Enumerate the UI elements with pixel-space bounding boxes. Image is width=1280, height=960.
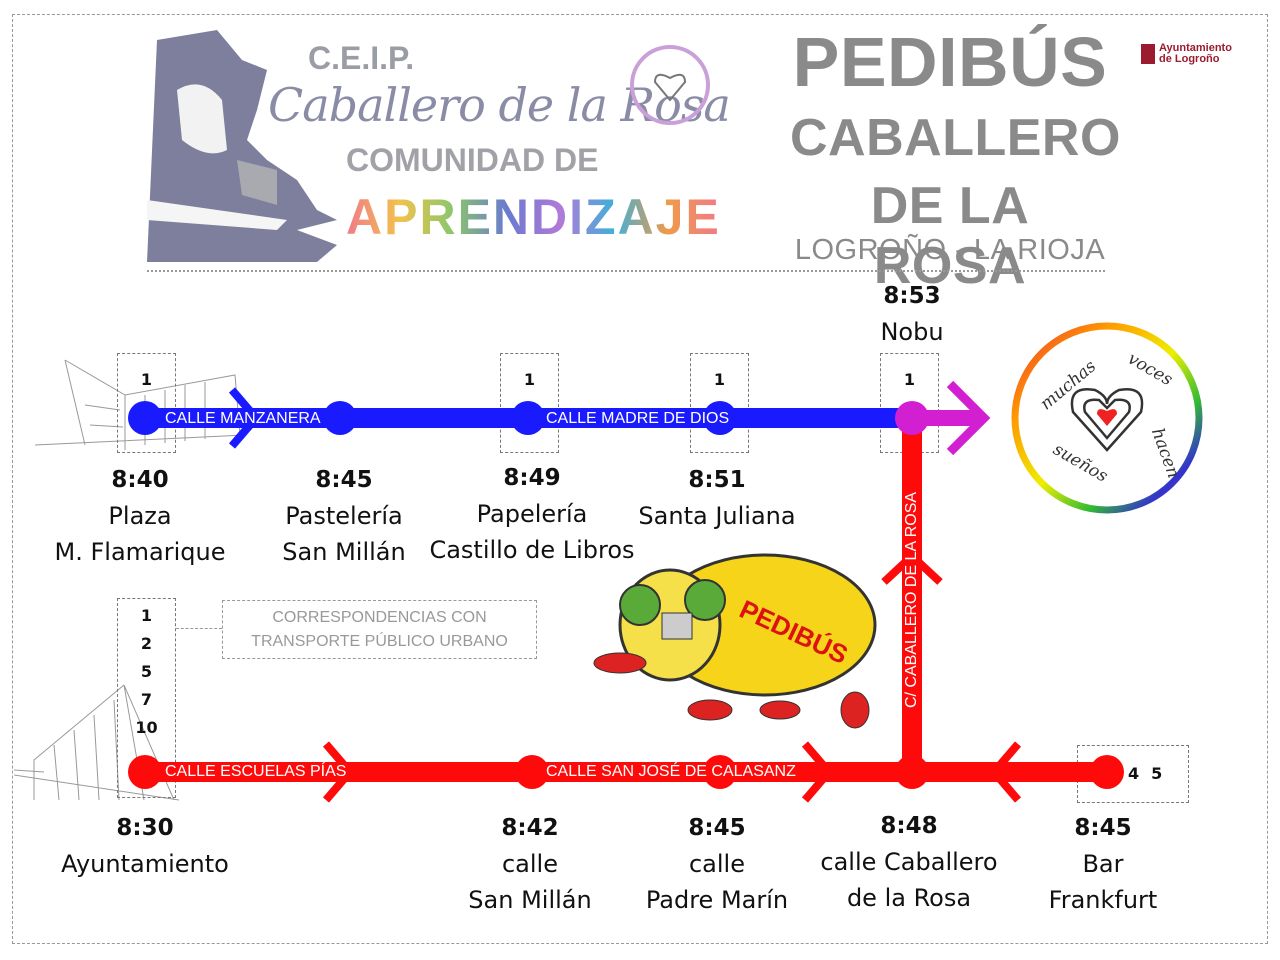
community-line2: APRENDIZAJE <box>346 189 721 245</box>
red-direction-chevron <box>988 741 1022 803</box>
building-sketch-ayuntamiento <box>14 684 180 801</box>
transfer-box-santa-juliana: 1 <box>690 353 749 453</box>
stop-name: calle Caballero <box>820 848 998 876</box>
stop-name: M. Flamarique <box>54 538 226 566</box>
bus-line: 10 <box>135 718 158 737</box>
stop-time: 8:49 <box>503 465 561 491</box>
bus-line: 1 <box>140 606 153 625</box>
street-madre-de-dios: CALLE MADRE DE DIOS <box>546 410 730 427</box>
stop-label-caballero: 8:48 calle Caballero de la Rosa <box>779 808 1039 916</box>
poster-frame <box>12 14 1268 944</box>
stop-name: Plaza <box>108 502 172 530</box>
stop-name: Bar <box>1082 850 1124 878</box>
council-line2: de Logroño <box>1159 53 1220 65</box>
small-circle-logo <box>630 45 710 125</box>
stop-time: 8:30 <box>116 815 174 841</box>
stop-name: Nobu <box>880 318 944 346</box>
correspondence-line2: TRANSPORTE PÚBLICO URBANO <box>251 633 508 650</box>
stop-name: Santa Juliana <box>638 502 796 530</box>
pedibus-mascot: PEDIBÚS <box>593 553 877 729</box>
bus-line: 1 <box>903 370 916 389</box>
stop-time: 8:45 <box>688 815 746 841</box>
bus-line: 2 <box>140 634 153 653</box>
street-manzanera: CALLE MANZANERA <box>165 410 321 427</box>
red-vertical-line <box>902 418 922 772</box>
transfer-box-papeleria: 1 <box>500 353 559 453</box>
council-logo: Ayuntamiento de Logroño <box>1141 43 1232 65</box>
blue-direction-chevron <box>228 387 262 449</box>
bus-line: 1 <box>140 370 153 389</box>
stop-time: 8:51 <box>688 467 746 493</box>
red-direction-chevron <box>801 741 835 803</box>
stop-name: de la Rosa <box>846 884 972 912</box>
red-up-chevron <box>881 550 943 585</box>
stop-santa-juliana[interactable] <box>703 401 737 435</box>
bus-line: 5 <box>1151 764 1163 783</box>
knight-silhouette-logo <box>147 30 337 262</box>
stop-name: Ayuntamiento <box>61 850 229 878</box>
correspondence-note: CORRESPONDENCIAS CON TRANSPORTE PÚBLICO … <box>222 600 537 659</box>
destination-arrow-head <box>946 380 991 456</box>
stop-padre-marin[interactable] <box>703 755 737 789</box>
street-caballero-de-la-rosa: C/ CABALLERO DE LA ROSA <box>903 491 920 709</box>
community-line1: COMUNIDAD DE <box>346 142 599 178</box>
title: PEDIBÚS <box>792 23 1108 101</box>
community-circle-logo: muchas voces hacen sueños <box>1011 322 1203 514</box>
stop-name: Papelería <box>476 500 588 528</box>
correspondence-line1: CORRESPONDENCIAS CON <box>272 609 487 626</box>
red-route-line <box>145 762 1107 782</box>
school-name: Caballero de la Rosa <box>268 78 731 132</box>
street-escuelas-pias: CALLE ESCUELAS PÍAS <box>165 763 347 780</box>
stop-time: 8:48 <box>880 813 938 839</box>
stop-name: Frankfurt <box>1048 886 1158 914</box>
stop-pasteleria[interactable] <box>323 401 357 435</box>
subtitle-1: CABALLERO <box>790 109 1121 167</box>
stop-ayuntamiento[interactable] <box>128 755 162 789</box>
stop-time: 8:42 <box>501 815 559 841</box>
header-divider <box>147 270 1105 272</box>
red-direction-chevron <box>322 741 356 803</box>
stop-nobu[interactable] <box>895 401 929 435</box>
council-line1: Ayuntamiento <box>1159 42 1232 54</box>
school-abbr: C.E.I.P. <box>308 40 415 76</box>
stop-frankfurt[interactable] <box>1090 755 1124 789</box>
stop-papeleria[interactable] <box>511 401 545 435</box>
street-calasanz: CALLE SAN JOSÉ DE CALASANZ <box>546 763 796 780</box>
stop-caballero[interactable] <box>895 755 929 789</box>
stop-time: 8:53 <box>883 283 941 309</box>
correspondence-connector <box>176 628 222 629</box>
council-crest-icon <box>1141 44 1155 64</box>
transfer-box-ayuntamiento: 1 2 5 7 10 <box>117 598 176 798</box>
destination-arrow-shaft <box>912 410 982 426</box>
stop-name: Padre Marín <box>645 886 789 914</box>
stop-name: Pastelería <box>285 502 403 530</box>
stop-time: 8:45 <box>1074 815 1132 841</box>
stop-plaza[interactable] <box>128 401 162 435</box>
bus-line: 1 <box>713 370 726 389</box>
stop-san-millan[interactable] <box>515 755 549 789</box>
stop-name: San Millán <box>282 538 406 566</box>
stop-name: San Millán <box>468 886 592 914</box>
stop-time: 8:45 <box>315 467 373 493</box>
bus-line: 7 <box>140 690 153 709</box>
stop-time: 8:40 <box>111 467 169 493</box>
location: LOGROÑO - LA RIOJA <box>794 234 1106 266</box>
stop-name: calle <box>501 850 558 878</box>
stop-name: calle <box>688 850 745 878</box>
stop-name: Castillo de Libros <box>429 536 635 564</box>
bus-line: 4 <box>1128 764 1140 783</box>
bus-line: 5 <box>140 662 153 681</box>
bus-line: 1 <box>523 370 536 389</box>
subtitle-2: DE LA ROSA <box>870 177 1030 295</box>
transfer-box-plaza: 1 <box>117 353 176 453</box>
